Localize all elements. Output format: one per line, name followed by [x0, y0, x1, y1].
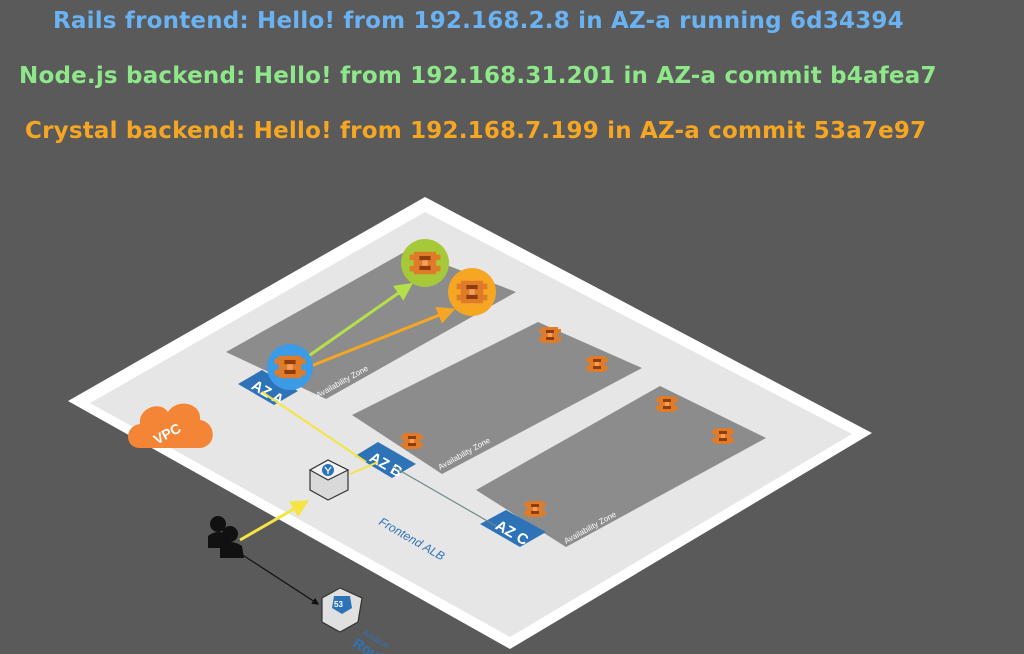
- ec2-instance-icon: [586, 356, 608, 372]
- ec2-instance-icon: [712, 428, 734, 444]
- alb-to-az-c-connection: [391, 465, 497, 527]
- ec2-instance-icon: [401, 433, 423, 449]
- user-to-alb-arrow: [239, 500, 310, 542]
- user-to-route53-arrow: [237, 551, 320, 605]
- alb-to-az-a-connection: [261, 391, 367, 463]
- rails-to-node-arrow: [299, 282, 413, 364]
- rails-to-crystal-arrow: [305, 306, 456, 370]
- vpc-cloud-icon: VPC: [128, 403, 213, 448]
- user-icon: [208, 516, 244, 558]
- ec2-instance-icon: [539, 327, 561, 343]
- route53-icon: 53: [321, 587, 363, 633]
- crystal-backend-instance-icon: [448, 268, 496, 316]
- ec2-instance-icon: [656, 396, 678, 412]
- crystal-backend-status: Crystal backend: Hello! from 192.168.7.1…: [25, 118, 927, 144]
- route53-number: 53: [334, 600, 343, 609]
- connection-lines: [237, 282, 497, 605]
- ec2-instance-icon: [524, 501, 546, 517]
- nodejs-backend-status: Node.js backend: Hello! from 192.168.31.…: [19, 63, 937, 89]
- rails-frontend-status: Rails frontend: Hello! from 192.168.2.8 …: [53, 8, 904, 34]
- nodejs-backend-instance-icon: [401, 239, 449, 287]
- frontend-alb-icon: [308, 459, 350, 501]
- rails-frontend-instance-icon: [267, 344, 313, 390]
